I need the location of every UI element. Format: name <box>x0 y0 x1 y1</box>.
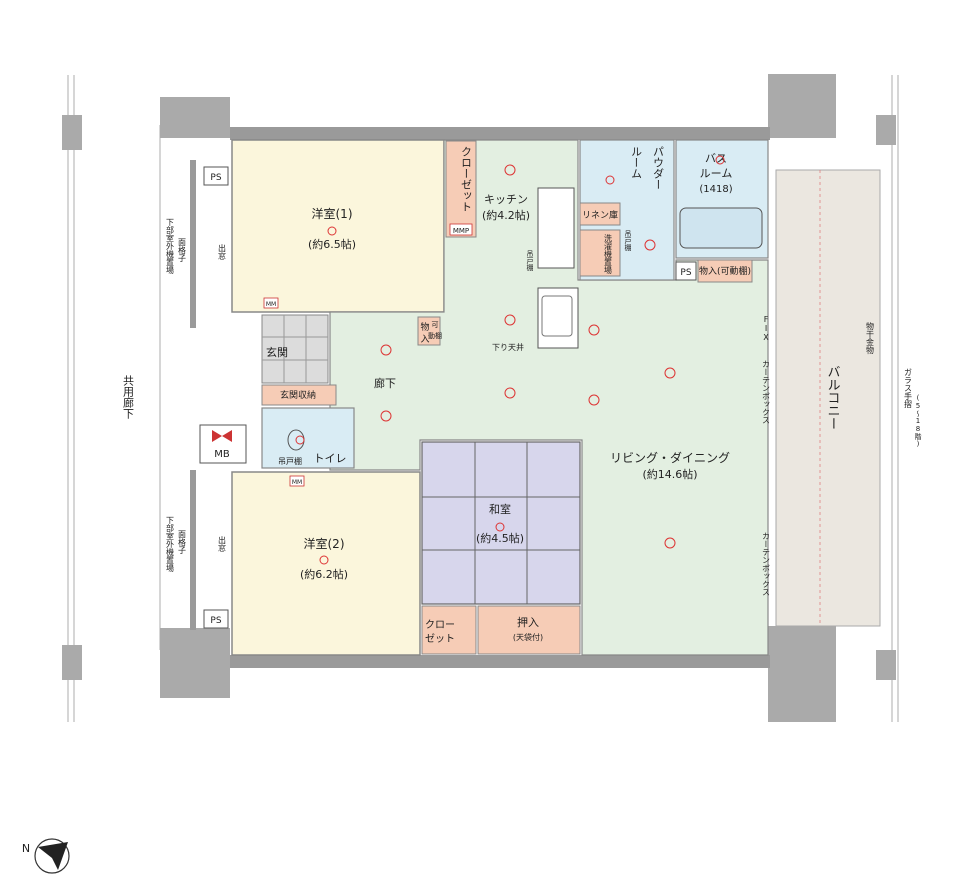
hanging-shelf-toilet: 吊戸棚 <box>278 456 302 466</box>
mb-icon <box>212 430 232 442</box>
genkan-storage-label: 玄関収納 <box>280 389 316 401</box>
guide-lines <box>67 75 899 722</box>
western1-label: 洋室(1) <box>312 206 353 221</box>
mb-label: MB <box>214 449 230 460</box>
laundry-label: 洗濯機置場 <box>604 233 613 275</box>
kitchen-island <box>537 287 579 349</box>
monoire-label: 物入(可動棚) <box>699 265 751 277</box>
oshiire-note: (天袋付) <box>513 632 543 642</box>
outdoor-unit-label-bottom: 下部室外機置場 <box>166 516 175 573</box>
mmp-label: MMP <box>453 227 469 235</box>
north-label: N <box>22 842 30 855</box>
mm-badges <box>263 297 305 487</box>
outdoor-unit-label-top: 下部室外機置場 <box>166 218 175 275</box>
closet-bottom-label-a: クロー <box>425 619 455 631</box>
kyoyo-roka-label: 共用廊下 <box>122 375 135 420</box>
glass-tesuri-label: ガラス手摺 <box>904 368 913 409</box>
toilet-room <box>261 407 355 469</box>
demado-label-bottom: 出窓 <box>218 535 227 552</box>
linen-label: リネン庫 <box>582 209 618 221</box>
western2-size: (約6.2帖) <box>300 567 348 581</box>
monohoshi-label: 物干金物 <box>866 321 875 355</box>
western2-label: 洋室(2) <box>304 536 345 551</box>
toilet-label: トイレ <box>314 452 347 465</box>
western-room-1 <box>231 139 445 313</box>
curtain-box-label-1: カーテンボックス <box>762 360 771 424</box>
western1-size: (約6.5帖) <box>308 237 356 251</box>
ps-label-bottom: PS <box>210 616 221 626</box>
fix-label: FIX <box>762 315 771 342</box>
closet-bottom-label-b: ゼット <box>425 633 455 645</box>
genkan-floor <box>261 314 329 384</box>
closet-top-label: クローゼット <box>460 146 473 212</box>
monoire-small-b: 入 <box>420 334 429 345</box>
utility-boxes <box>199 166 697 629</box>
washitsu-size: (約4.5帖) <box>476 531 524 545</box>
monoire-small-note-a: 可 <box>432 321 439 329</box>
powder-label: パウダー <box>652 146 665 190</box>
washitsu-label: 和室 <box>489 502 511 516</box>
bathtub <box>679 207 763 249</box>
monoire-small-note-b: 動棚 <box>428 331 442 340</box>
mm-label-2: MM <box>292 479 302 486</box>
storage-areas <box>261 140 753 655</box>
bath-label-2: ルーム <box>700 167 733 180</box>
menkoshi-label-bottom: 面格子 <box>178 530 187 554</box>
monoire-small-a: 物 <box>420 321 429 333</box>
hanging-shelf-powder: 吊戸棚 <box>624 230 632 252</box>
curtain-box-label-2: カーテンボックス <box>762 532 771 596</box>
bath-size: (1418) <box>699 184 732 195</box>
kitchen-label: キッチン <box>484 193 528 206</box>
hanging-shelf-kitchen: 吊戸棚 <box>526 250 534 272</box>
sagari-tenjo-label: 下り天井 <box>492 342 524 352</box>
structure-columns <box>62 74 896 722</box>
kitchen-size: (約4.2帖) <box>482 208 530 222</box>
kitchen-counter <box>537 187 575 269</box>
living-label: リビング・ダイニング <box>610 450 730 465</box>
balcony <box>775 169 881 627</box>
floors-note-label: (5〜18階) <box>914 394 922 448</box>
exterior-walls <box>190 127 770 668</box>
genkan-label: 玄関 <box>266 345 288 359</box>
demado-label-top: 出窓 <box>218 243 227 260</box>
menkoshi-label-top: 面格子 <box>178 238 187 262</box>
living-size: (約14.6帖) <box>642 467 697 481</box>
ps-label-bath: PS <box>680 268 691 278</box>
powder-label-2: ルーム <box>630 146 643 179</box>
ps-label-top: PS <box>210 173 221 183</box>
balcony-label: バルコニー <box>825 365 841 430</box>
corridor-label: 廊下 <box>374 376 396 390</box>
mm-label-1: MM <box>266 301 276 308</box>
light-fixtures <box>295 155 725 565</box>
oshiire-label: 押入 <box>517 615 539 629</box>
north-arrow-icon <box>34 838 70 874</box>
